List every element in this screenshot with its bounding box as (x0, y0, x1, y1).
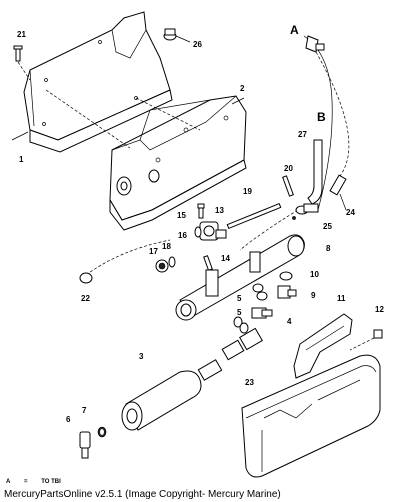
fitting-9-part[interactable] (277, 285, 297, 299)
callout-24: 24 (346, 208, 355, 217)
rod-19-part[interactable] (226, 203, 282, 229)
callout-17: 17 (149, 247, 158, 256)
legend-text: TO TBI (41, 479, 61, 485)
cap-22-part[interactable] (79, 272, 93, 284)
fuel-line-a-part[interactable] (303, 35, 333, 211)
callout-26: 26 (193, 40, 202, 49)
callout-6: 6 (66, 415, 71, 424)
callout-8: 8 (326, 244, 331, 253)
bracket-plate-part[interactable] (11, 11, 173, 153)
regulator-13-part[interactable] (194, 221, 227, 241)
callout-11: 11 (337, 294, 346, 303)
fuel-tube-8-part[interactable] (175, 234, 305, 321)
legend-key: A (6, 479, 11, 485)
callout-13: 13 (215, 206, 224, 215)
callout-5: 5 (237, 294, 242, 303)
legend-separator: = (24, 479, 28, 485)
callout-12: 12 (375, 305, 384, 314)
callout-10: 10 (310, 270, 319, 279)
o-ring-5-part[interactable] (233, 283, 268, 334)
hose-27-part[interactable] (307, 139, 323, 205)
clamp-25-part[interactable] (292, 203, 319, 220)
fitting-6-part[interactable] (79, 431, 91, 459)
callout-4: 4 (287, 317, 292, 326)
fitting-24-part[interactable] (329, 174, 347, 211)
callout-3: 3 (139, 352, 144, 361)
callout-18: 18 (162, 242, 171, 251)
callout-14: 14 (221, 254, 230, 263)
bracket-11-part[interactable] (293, 313, 353, 379)
fitting-10-part[interactable] (279, 271, 293, 281)
callout-5b: 5 (237, 308, 242, 317)
callout-9: 9 (311, 291, 316, 300)
callout-2: 2 (240, 84, 245, 93)
callout-23: 23 (245, 378, 254, 387)
callout-7: 7 (82, 406, 87, 415)
legend: A = TO TBI (6, 479, 73, 485)
callout-19: 19 (243, 187, 252, 196)
screw-21-part[interactable] (13, 45, 31, 81)
image-copyright-footer: MercuryPartsOnline v2.5.1 (Image Copyrig… (4, 489, 281, 500)
fitting-17-part[interactable] (155, 256, 176, 273)
callout-16: 16 (178, 231, 187, 240)
callout-20: 20 (284, 164, 293, 173)
bolt-15-part[interactable] (197, 203, 205, 219)
callout-1: 1 (19, 155, 24, 164)
callout-b: B (317, 110, 326, 124)
housing-cover-part[interactable] (109, 95, 247, 231)
callout-21: 21 (17, 30, 26, 39)
callout-22: 22 (81, 294, 90, 303)
fitting-4-part[interactable] (251, 307, 273, 319)
callout-a: A (290, 23, 299, 37)
screw-14-part[interactable] (203, 255, 213, 271)
o-ring-7-part[interactable] (97, 426, 107, 438)
callout-27: 27 (298, 130, 307, 139)
bolt-20-part[interactable] (282, 175, 294, 197)
fastener-26-part[interactable] (163, 28, 191, 43)
tank-23-part[interactable] (241, 354, 381, 478)
callout-15: 15 (177, 211, 186, 220)
callout-25: 25 (323, 222, 332, 231)
fuel-pump-3-part[interactable] (121, 327, 263, 431)
screw-12-part[interactable] (349, 329, 383, 351)
